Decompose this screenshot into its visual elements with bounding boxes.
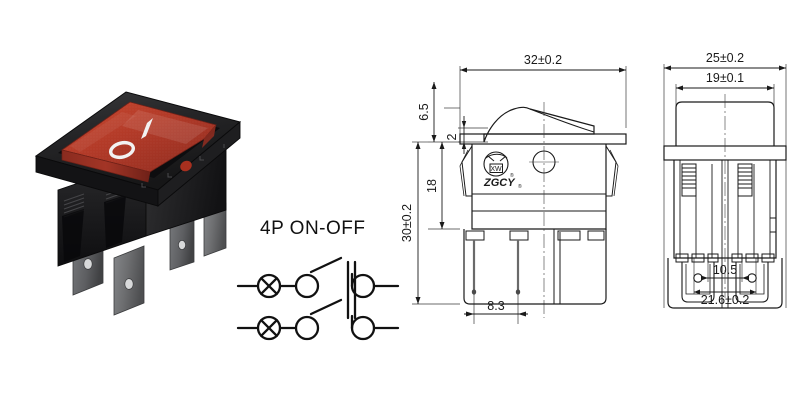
- body-outline: [471, 144, 607, 230]
- terminal-spade: [113, 245, 145, 316]
- snap-leg: [62, 209, 84, 262]
- circuit-schematic: 4P ON-OFF: [236, 218, 408, 341]
- spade-terminal-right: [735, 262, 769, 303]
- rocker-curve: [529, 108, 595, 133]
- switch-bezel-right-edge: [157, 121, 241, 207]
- spade-terminal-left: [681, 262, 715, 303]
- dimension-rocker-height: 6.5: [417, 82, 437, 142]
- side-view-drawing: 32±0.2 6.5 2: [398, 46, 648, 346]
- logo-mark-text: XW: [490, 166, 502, 173]
- dimension-flange-width: 25±0.2: [664, 51, 786, 71]
- snap-leg-right: [605, 145, 619, 197]
- side-rib-hatch: [681, 163, 753, 197]
- dim-32: 32±0.2: [524, 53, 562, 67]
- product-photo: [18, 40, 258, 320]
- rocker-marking-on: [141, 118, 153, 139]
- dim-2: 2: [445, 133, 459, 140]
- lamp-symbol-row2: [256, 315, 282, 341]
- switch-blade-row1: [309, 256, 343, 274]
- dim-8-3: 8.3: [487, 299, 504, 313]
- dimension-body-height: 18: [425, 142, 445, 229]
- terminal-block-front: [667, 258, 783, 309]
- terminal-block-outline: [463, 229, 607, 305]
- terminal-node-row2-right: [350, 315, 376, 341]
- dimension-overall-width: 32±0.2: [460, 53, 626, 73]
- terminal-node-row1-left: [294, 273, 320, 299]
- logo-registered-1: ®: [510, 172, 514, 179]
- dimension-terminal-pitch: 8.3: [464, 299, 528, 317]
- extension-lines: [412, 66, 627, 324]
- switch-blade-row2: [309, 298, 343, 316]
- terminal-spade: [169, 213, 195, 271]
- dim-18: 18: [425, 179, 439, 193]
- dimension-cutout-width: 19±0.1: [676, 71, 774, 91]
- indicator-window: [180, 160, 192, 172]
- side-notch: [770, 217, 777, 233]
- dim-6-5: 6.5: [417, 103, 431, 120]
- dimension-overall-height: 30±0.2: [400, 142, 421, 304]
- terminal-tabs: [675, 253, 775, 263]
- logo-brand-text: ZGCY: [483, 177, 516, 189]
- snap-leg-left: [459, 145, 473, 197]
- rocker-marking-off: [109, 140, 135, 160]
- logo-registered-2: ®: [518, 183, 522, 190]
- lamp-symbol-row1: [256, 273, 282, 299]
- snap-leg: [104, 195, 126, 248]
- rocker-lens[interactable]: [61, 101, 217, 183]
- bezel-notch-marks: [141, 144, 225, 188]
- front-view-drawing: 25±0.2 19±0.1 10.5: [650, 46, 800, 346]
- terminal-pins: [465, 229, 605, 304]
- dim-19: 19±0.1: [706, 71, 744, 85]
- dim-25: 25±0.2: [706, 51, 744, 65]
- dim-21-6: 21.6±0.2: [701, 293, 750, 307]
- dimension-flange-thickness: 2: [445, 116, 467, 154]
- gang-coupler: [346, 260, 357, 320]
- terminal-node-row2-left: [294, 315, 320, 341]
- dim-30: 30±0.2: [400, 204, 414, 242]
- schematic-title: 4P ON-OFF: [260, 218, 366, 239]
- brand-logo: XW ® ZGCY ®: [483, 151, 522, 190]
- flange-bar: [459, 133, 627, 145]
